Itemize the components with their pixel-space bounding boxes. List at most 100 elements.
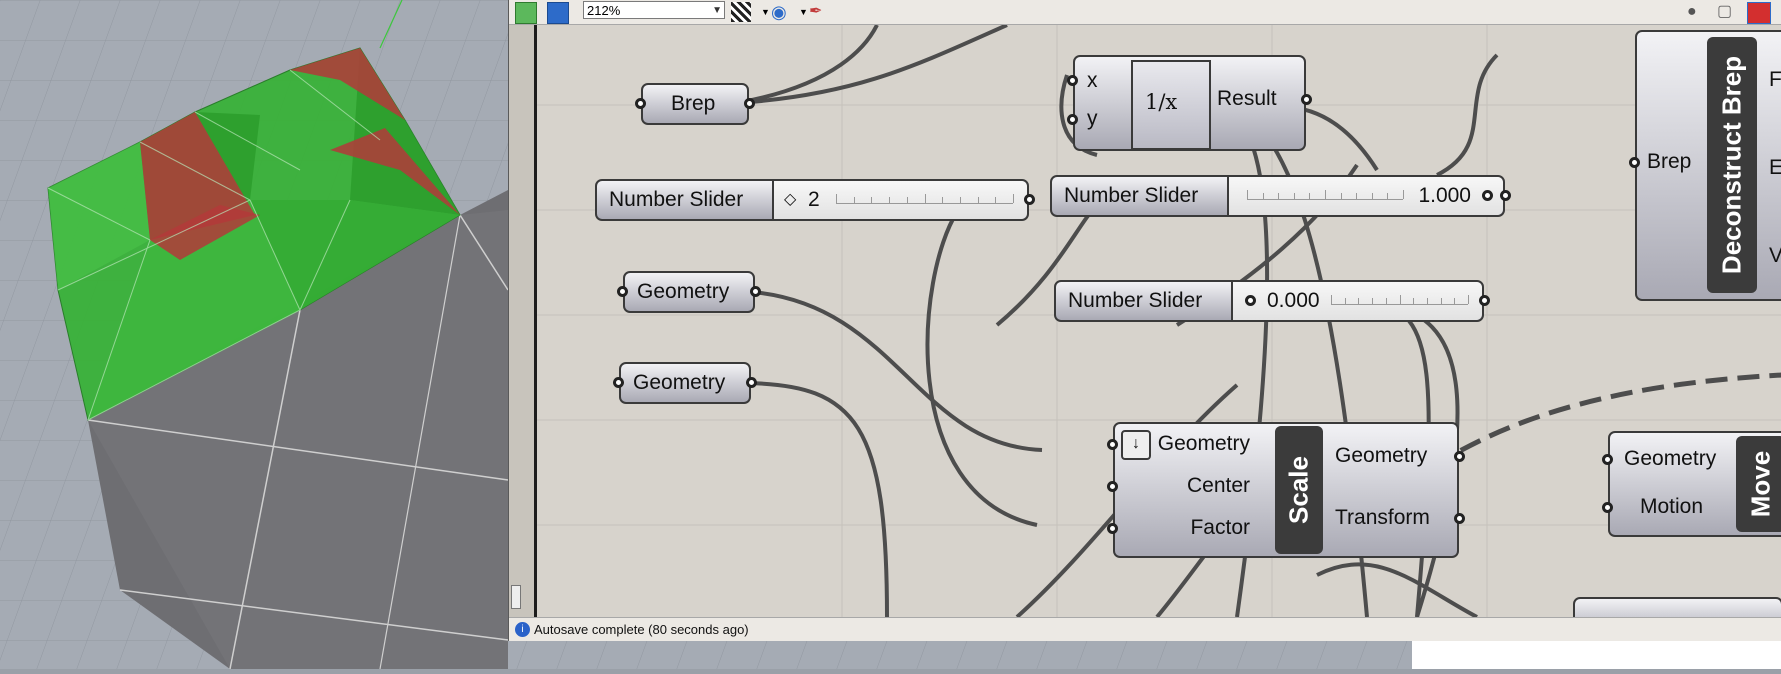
input-grip[interactable]	[1602, 454, 1613, 465]
number-slider-2[interactable]: Number Slider 1.000	[1050, 175, 1511, 217]
slider-tick	[871, 197, 873, 203]
geometry-param-2[interactable]: Geometry	[613, 362, 757, 404]
slider-tick	[1356, 193, 1358, 199]
slider-tick	[995, 197, 997, 203]
slider-tick	[1340, 193, 1342, 199]
output-grip[interactable]	[744, 98, 755, 109]
number-slider-3[interactable]: Number Slider 0.000	[1054, 280, 1490, 322]
slider-tick	[1387, 193, 1389, 199]
canvas-left-rail	[509, 25, 537, 617]
wire-display-icon[interactable]: ▢	[1717, 3, 1733, 20]
preview-toggle-icon[interactable]: ●	[1687, 3, 1697, 20]
component-label: Geometry	[633, 371, 726, 394]
chevron-down-icon[interactable]: ▼	[761, 7, 770, 17]
reciprocal-expression[interactable]: x y 1/x Result	[1067, 55, 1312, 151]
chevron-down-icon[interactable]: ▼	[799, 7, 808, 17]
output-label-geometry: Geometry	[1335, 444, 1428, 467]
component-title: Scale	[1275, 426, 1323, 554]
slider-tick	[1372, 298, 1374, 304]
output-grip[interactable]	[1024, 194, 1035, 205]
input-grip[interactable]	[1602, 502, 1613, 513]
input-grip[interactable]	[1107, 439, 1118, 450]
slider-tick	[1399, 295, 1401, 304]
geometry-param-1[interactable]: Geometry	[617, 271, 761, 313]
gh-toolbar: 212% ▼ ▼ ◉ ▼ ✒ ● ▢	[509, 0, 1781, 25]
slider-value: 2	[808, 188, 820, 211]
output-grip[interactable]	[746, 377, 757, 388]
slider-track[interactable]: 1.000	[1227, 177, 1503, 215]
info-icon: i	[515, 622, 530, 637]
output-grip[interactable]	[1500, 190, 1511, 201]
output-grip[interactable]	[1454, 451, 1465, 462]
deconstruct-brep-component[interactable]: Brep Deconstruct Brep Fa Ec V	[1629, 30, 1781, 301]
input-grip-x[interactable]	[1067, 75, 1078, 86]
slider-tick	[1413, 298, 1415, 304]
output-grip[interactable]	[1301, 94, 1312, 105]
component-label: Geometry	[637, 280, 730, 303]
input-label-geometry: Geometry	[1157, 432, 1250, 455]
slider-ticks	[1247, 189, 1404, 200]
input-grip[interactable]	[635, 98, 646, 109]
output-label-faces: Fa	[1769, 68, 1781, 91]
input-grip[interactable]	[1107, 481, 1118, 492]
scale-component[interactable]: ↓ Geometry Center Factor Scale Geometry …	[1107, 422, 1465, 558]
slider-track[interactable]: ◇ 2	[772, 181, 1027, 219]
output-grip[interactable]	[1479, 295, 1490, 306]
slider-handle[interactable]	[1482, 190, 1493, 201]
component-title: Move	[1736, 436, 1781, 532]
expression-text: 1/x	[1145, 90, 1178, 114]
save-icon[interactable]	[547, 2, 569, 24]
input-grip[interactable]	[613, 377, 624, 388]
input-label-brep: Brep	[1647, 150, 1692, 173]
number-slider-1[interactable]: Number Slider ◇ 2	[595, 179, 1035, 221]
pen-icon[interactable]: ✒	[809, 3, 823, 20]
input-grip[interactable]	[1629, 157, 1640, 168]
input-label-center: Center	[1186, 474, 1250, 497]
input-grip[interactable]	[1107, 523, 1118, 534]
move-component[interactable]: Geometry Motion Move	[1602, 431, 1781, 537]
input-y-label: y	[1087, 107, 1098, 130]
slider-tick	[1278, 193, 1280, 199]
expression-box[interactable]: 1/x	[1131, 60, 1211, 150]
scroll-thumb[interactable]	[511, 585, 521, 609]
slider-value: 0.000	[1267, 289, 1320, 312]
partial-component[interactable]	[1573, 597, 1781, 617]
component-label: Brep	[671, 92, 716, 115]
brep-param[interactable]: Brep	[635, 83, 755, 125]
zoom-dropdown[interactable]: 212% ▼	[583, 1, 725, 19]
slider-tick	[942, 197, 944, 203]
open-file-icon[interactable]	[515, 2, 537, 24]
slider-tick	[1426, 298, 1428, 304]
input-label-factor: Factor	[1190, 516, 1250, 539]
slider-tick	[1440, 298, 1442, 304]
status-text: Autosave complete (80 seconds ago)	[534, 622, 749, 637]
gh-canvas[interactable]: Brep Number Slider ◇ 2 Geometry Geometry	[537, 25, 1781, 617]
slider-tick	[1344, 298, 1346, 304]
slider-track[interactable]: 0.000	[1231, 282, 1482, 320]
rhino-icon[interactable]	[1747, 2, 1771, 24]
slider-tick	[1325, 190, 1326, 199]
input-grip[interactable]	[617, 286, 628, 297]
slider-ticks	[836, 193, 1014, 204]
flatten-icon[interactable]: ↓	[1121, 430, 1151, 460]
slider-tick	[1309, 193, 1311, 199]
grid-icon[interactable]	[731, 2, 751, 22]
slider-tick	[1454, 298, 1456, 304]
eye-icon[interactable]: ◉	[771, 2, 787, 22]
slider-tick	[959, 197, 961, 203]
zoom-value: 212%	[587, 3, 621, 18]
slider-tick	[1358, 298, 1360, 304]
output-label-vertices: V	[1769, 244, 1781, 267]
slider-label: Number Slider	[1068, 289, 1203, 312]
input-grip-y[interactable]	[1067, 114, 1078, 125]
slider-tick	[1331, 295, 1332, 304]
output-grip[interactable]	[1454, 513, 1465, 524]
slider-tick	[1403, 190, 1404, 199]
slider-tick	[1385, 298, 1387, 304]
slider-tick	[1262, 193, 1264, 199]
slider-ticks	[1331, 294, 1469, 305]
output-label-edges: Ec	[1769, 156, 1781, 179]
slider-handle[interactable]	[1245, 295, 1256, 306]
slider-tick	[977, 197, 979, 203]
output-grip[interactable]	[750, 286, 761, 297]
